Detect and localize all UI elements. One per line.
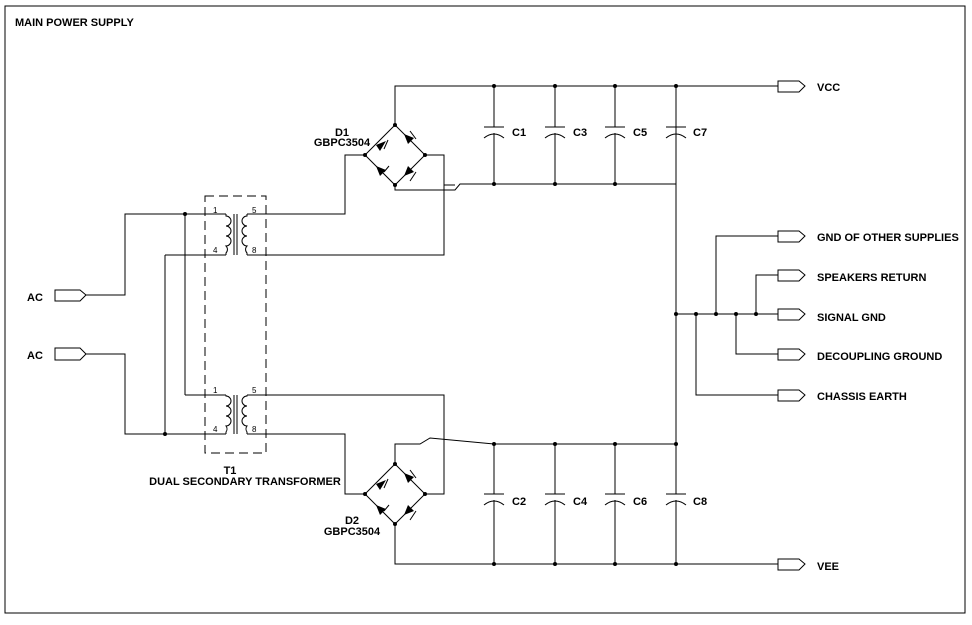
ac-port-1-symbol xyxy=(54,289,87,302)
cap-label: C4 xyxy=(573,496,588,508)
pin-label: 1 xyxy=(213,386,218,395)
cap-label: C3 xyxy=(573,127,587,139)
capacitor-c4: C4 xyxy=(544,444,588,564)
transformer-description: DUAL SECONDARY TRANSFORMER xyxy=(149,476,341,488)
primary-wiring xyxy=(86,212,208,436)
signal-gnd-port: SIGNAL GND xyxy=(777,308,886,324)
vcc-port: VCC xyxy=(777,80,840,94)
ac-port-2-label: AC xyxy=(27,350,43,362)
bridge-rectifier-d2: D2 GBPC3504 xyxy=(324,462,427,538)
secondary-wiring xyxy=(266,154,455,495)
capacitor-c8: C8 xyxy=(665,444,707,564)
diode-icon xyxy=(404,505,417,521)
pin-label: 1 xyxy=(213,206,218,215)
signal-gnd-label: SIGNAL GND xyxy=(817,312,886,324)
ac-port-2: AC xyxy=(27,347,87,362)
sheet-border xyxy=(4,5,966,614)
ac-port-1: AC xyxy=(27,289,87,304)
speakers-return-port: SPEAKERS RETURN xyxy=(777,269,926,284)
bridge-d2-wiring xyxy=(394,437,778,565)
ac-port-1-label: AC xyxy=(27,292,43,304)
capacitor-c7: C7 xyxy=(665,86,707,139)
transformer-top-section: 1 4 5 8 xyxy=(208,206,266,256)
primary-winding-bottom xyxy=(225,395,232,434)
sheet-title: MAIN POWER SUPPLY xyxy=(15,17,134,29)
cap-label: C8 xyxy=(693,496,707,508)
secondary-winding-bottom xyxy=(241,395,248,434)
cap-label: C6 xyxy=(633,496,647,508)
diode-icon xyxy=(376,139,389,151)
capacitor-bank-bottom: C2 C4 C6 C8 xyxy=(483,442,707,566)
capacitor-bank-top: C1 C3 C5 C7 xyxy=(483,84,707,444)
bridge-d2-part: GBPC3504 xyxy=(324,526,381,538)
diode-icon xyxy=(404,469,417,483)
cap-label: C2 xyxy=(512,496,526,508)
diode-icon xyxy=(376,165,390,176)
bridge-d1-wiring xyxy=(394,85,778,191)
bridge-rectifier-d1: D1 GBPC3504 xyxy=(314,123,427,187)
diode-icon xyxy=(376,478,389,490)
bridge-d2-ref: D2 xyxy=(345,515,359,527)
vee-port: VEE xyxy=(777,558,839,573)
bridge-d2-outline xyxy=(364,463,426,525)
pin-label: 8 xyxy=(252,425,257,434)
transformer-ref: T1 xyxy=(224,465,237,477)
chassis-earth-port: CHASSIS EARTH xyxy=(777,389,907,403)
transformer-t1: 1 4 5 8 1 4 5 8 T1 DUAL SECONDARY TRANSF… xyxy=(149,195,341,488)
transformer-bottom-section: 1 4 5 8 xyxy=(208,386,266,435)
gnd-other-port: GND OF OTHER SUPPLIES xyxy=(777,230,959,244)
pin-label: 5 xyxy=(252,206,257,215)
pin-label: 8 xyxy=(252,246,257,255)
cap-label: C7 xyxy=(693,127,707,139)
decoupling-ground-port: DECOUPLING GROUND xyxy=(777,348,942,363)
diode-icon xyxy=(404,130,417,144)
bridge-d1-outline xyxy=(364,124,426,186)
decoupling-ground-label: DECOUPLING GROUND xyxy=(817,351,942,363)
pin-label: 4 xyxy=(213,246,218,255)
bridge-d1-ref: D1 xyxy=(335,127,349,139)
diode-icon xyxy=(376,504,390,515)
gnd-other-label: GND OF OTHER SUPPLIES xyxy=(817,232,959,244)
pin-label: 5 xyxy=(252,386,257,395)
ac-port-2-symbol xyxy=(54,347,87,361)
vcc-label: VCC xyxy=(817,82,840,94)
primary-winding-top xyxy=(224,214,232,255)
capacitor-c3: C3 xyxy=(544,86,587,184)
capacitor-c5: C5 xyxy=(604,86,647,184)
capacitor-c6: C6 xyxy=(604,444,647,564)
diode-icon xyxy=(404,166,417,182)
cap-label: C1 xyxy=(512,127,526,139)
vee-label: VEE xyxy=(817,561,839,573)
capacitor-c2: C2 xyxy=(483,444,526,564)
secondary-winding-top xyxy=(241,214,249,255)
cap-label: C5 xyxy=(633,127,647,139)
speakers-return-label: SPEAKERS RETURN xyxy=(817,272,926,284)
transformer-outline xyxy=(204,195,267,454)
chassis-earth-label: CHASSIS EARTH xyxy=(817,391,907,403)
pin-label: 4 xyxy=(213,425,218,434)
capacitor-c1: C1 xyxy=(483,86,526,184)
bridge-d1-part: GBPC3504 xyxy=(314,137,371,149)
ground-bus xyxy=(674,235,778,396)
